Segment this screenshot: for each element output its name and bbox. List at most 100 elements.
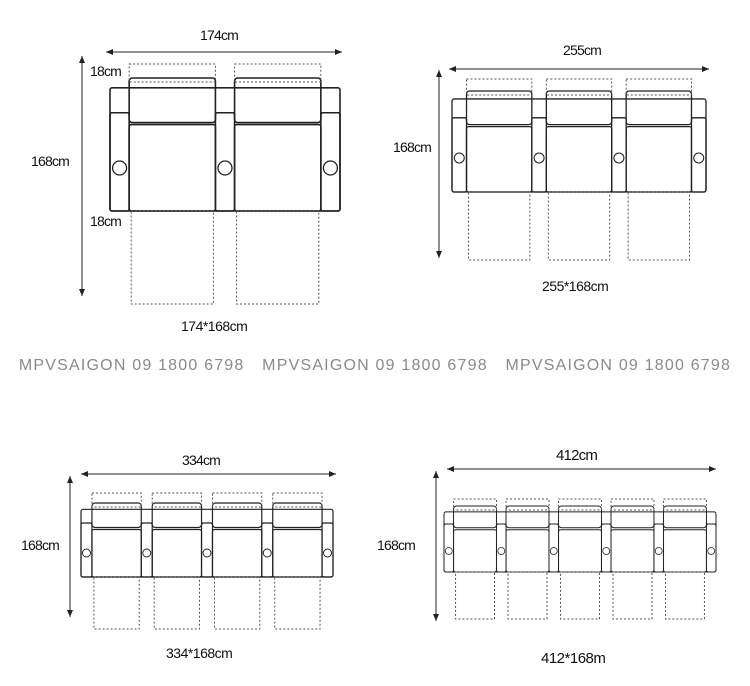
- armrest-4-5: [653, 523, 665, 573]
- seat-cushion-1-1: [128, 123, 217, 212]
- footrest-1-2: [236, 210, 320, 305]
- armrest-4-6: [705, 523, 717, 573]
- armrest-4-2: [495, 523, 507, 573]
- height-arrow-3-head-top: [67, 476, 73, 483]
- recline-top-2-2: [545, 78, 613, 96]
- footrest-4-2: [507, 571, 548, 620]
- seat-cushion-1-2: [233, 123, 322, 212]
- recline-top-4-4: [610, 498, 655, 511]
- armrest-2-4: [690, 117, 707, 193]
- cup-holder-4-6: [707, 547, 716, 555]
- height-arrow-1-head-bottom: [79, 289, 85, 296]
- watermark-text: MPVSAIGON 09 1800 6798: [505, 357, 732, 374]
- seat-cushion-3-3: [211, 528, 263, 578]
- watermark: MPVSAIGON 09 1800 6798 MPVSAIGON 09 1800…: [0, 357, 750, 375]
- armrest-3-2: [140, 522, 153, 578]
- footrest-2-2: [547, 191, 611, 261]
- footrest-1-1: [130, 210, 214, 305]
- armrest-3-3: [200, 522, 214, 578]
- arm-top-label-1: 18cm: [90, 63, 122, 79]
- footrest-3-3: [213, 576, 261, 630]
- width-arrow-3-head-left: [81, 471, 88, 477]
- width-label-3: 334cm: [182, 452, 221, 468]
- height-label-3: 168cm: [21, 537, 60, 553]
- seat-back-3-1: [91, 502, 142, 529]
- height-arrow-2-head-top: [436, 70, 442, 77]
- cup-holder-1-3: [322, 160, 339, 176]
- armrest-3-1: [80, 522, 93, 578]
- seat-back-4-5: [663, 505, 707, 529]
- height-label-4: 168cm: [377, 537, 416, 553]
- sofa-frame-1: [109, 87, 341, 212]
- width-arrow-2-head-right: [702, 66, 709, 72]
- cup-holder-3-4: [262, 548, 272, 558]
- watermark-text: MPVSAIGON 09 1800 6798: [18, 357, 245, 374]
- width-arrow-1-head-left: [106, 49, 113, 55]
- caption-1: 174*168cm: [181, 318, 248, 334]
- height-arrow-2-head-bottom: [436, 251, 442, 258]
- armrest-4-4: [600, 523, 612, 573]
- armrest-2-3: [611, 117, 627, 193]
- seat-cushion-4-3: [558, 529, 602, 573]
- recline-top-4-5: [663, 498, 707, 511]
- cup-holder-3-5: [323, 548, 333, 558]
- seat-back-4-3: [558, 505, 602, 529]
- recline-top-1-1: [128, 63, 216, 83]
- cup-holder-2-1: [453, 152, 465, 164]
- seat-cushion-2-1: [465, 126, 533, 193]
- seat-back-1-2: [233, 77, 322, 124]
- seat-cushion-4-5: [663, 529, 707, 573]
- armrest-3-5: [321, 522, 334, 578]
- recline-top-3-1: [91, 492, 142, 508]
- footrest-3-4: [274, 576, 321, 630]
- cup-holder-3-1: [81, 548, 91, 558]
- seat-back-3-4: [272, 502, 323, 529]
- height-arrow-1-head-top: [79, 56, 85, 63]
- recline-top-3-2: [151, 492, 203, 508]
- width-arrow-4-head-left: [447, 466, 454, 472]
- armrest-2-1: [451, 117, 468, 193]
- seat-cushion-4-2: [505, 529, 550, 573]
- width-label-4: 412cm: [556, 447, 598, 464]
- seat-cushion-4-4: [610, 529, 655, 573]
- cup-holder-3-2: [142, 548, 152, 558]
- cup-holder-4-3: [549, 547, 558, 555]
- cup-holder-1-1: [111, 160, 128, 176]
- cup-holder-4-5: [654, 547, 663, 555]
- width-arrow-3-head-right: [329, 471, 336, 477]
- footrest-2-1: [468, 191, 531, 261]
- footrest-4-4: [612, 571, 653, 620]
- cup-holder-2-4: [693, 152, 705, 164]
- caption-3: 334*168cm: [166, 645, 233, 661]
- armrest-1-2: [214, 111, 236, 212]
- footrest-2-3: [627, 191, 690, 261]
- cup-holder-4-4: [602, 547, 611, 555]
- footrest-4-5: [665, 571, 705, 620]
- seat-cushion-4-1: [453, 529, 497, 573]
- cup-holder-3-3: [202, 548, 212, 558]
- recline-top-3-4: [272, 492, 323, 508]
- seat-back-4-1: [453, 505, 497, 529]
- width-label-1: 174cm: [200, 27, 239, 43]
- height-arrow-4-head-top: [433, 471, 439, 478]
- height-arrow-4-head-bottom: [433, 614, 439, 621]
- cup-holder-2-3: [613, 152, 625, 164]
- seat-cushion-3-1: [91, 528, 142, 578]
- seat-cushion-3-2: [151, 528, 203, 578]
- cup-holder-1-2: [217, 160, 233, 176]
- recline-top-2-1: [466, 78, 533, 96]
- seat-back-4-4: [610, 505, 655, 529]
- cup-holder-4-2: [497, 547, 506, 555]
- width-arrow-4-head-right: [709, 466, 716, 472]
- recline-top-2-3: [625, 78, 692, 96]
- width-arrow-1-head-right: [335, 49, 342, 55]
- height-arrow-3-head-bottom: [67, 610, 73, 617]
- seat-back-2-3: [625, 90, 693, 126]
- seat-cushion-3-4: [272, 528, 323, 578]
- seat-back-3-3: [211, 502, 263, 529]
- footrest-3-1: [93, 576, 140, 630]
- seat-back-3-2: [151, 502, 203, 529]
- cup-holder-2-2: [533, 152, 545, 164]
- seat-cushion-2-2: [545, 126, 613, 193]
